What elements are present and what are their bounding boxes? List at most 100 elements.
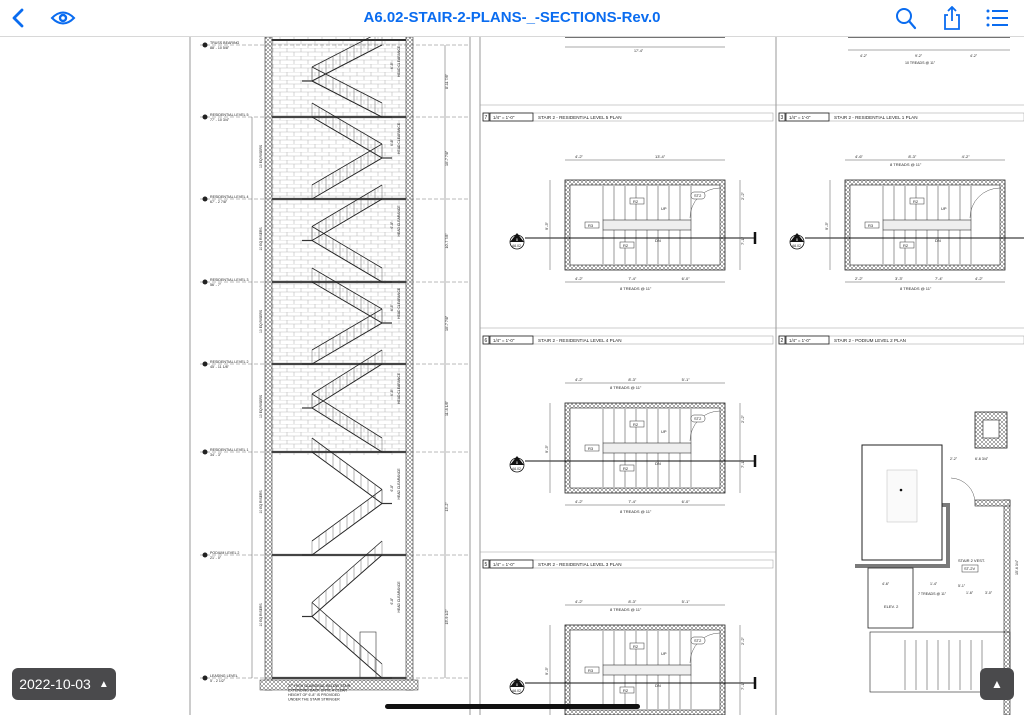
up-label: UP xyxy=(661,429,667,434)
section-marker-arrow xyxy=(510,678,524,687)
dimension-label: 15'-6 3/4" xyxy=(1015,559,1019,575)
room-tag xyxy=(961,564,979,573)
head-clearance-label: HEAD CLEARANCE xyxy=(397,372,401,404)
head-clearance-label: HEAD CLEARANCE xyxy=(397,468,401,500)
dimension-label: 4'-2" xyxy=(962,154,971,159)
detail-number-box xyxy=(482,559,490,569)
level-marker-icon xyxy=(202,42,208,48)
head-clearance-dim: 6'-8" xyxy=(390,388,394,396)
dimension-label: 8'-11 7/8" xyxy=(445,73,449,89)
dimension-label: 2'-2" xyxy=(740,636,745,645)
section-wall-left xyxy=(264,37,273,691)
dimension-label: 2'-2" xyxy=(950,457,958,461)
stair-flight xyxy=(302,308,383,365)
scale-box xyxy=(489,112,534,122)
door-tag-label: ST2 xyxy=(694,193,702,198)
plan-scale: 1/4" = 1'-0" xyxy=(789,115,811,120)
section-marker-sheet: A6.02 xyxy=(512,467,521,471)
risers-label: 10 EQ RISERS xyxy=(259,490,263,514)
home-indicator[interactable] xyxy=(385,704,640,709)
room-tag xyxy=(619,464,635,472)
back-chevron-icon[interactable] xyxy=(6,6,32,30)
dimension-label: 9'-3" xyxy=(824,221,829,230)
detail-number: 3 xyxy=(781,115,784,121)
section-wall-right xyxy=(405,37,414,691)
door-tag-label: ST2 xyxy=(694,416,702,421)
share-icon[interactable] xyxy=(939,6,965,30)
level-elevation: 88' - 10 5/8" xyxy=(210,46,230,50)
room-tag xyxy=(584,221,600,229)
room-tag xyxy=(899,241,915,249)
level-elevation: 45' - 11 1/8" xyxy=(210,365,230,369)
dimension-label: 4'-2" xyxy=(975,276,984,281)
search-icon[interactable] xyxy=(893,6,919,30)
date-button[interactable]: 2022-10-03 ▲ xyxy=(12,668,116,700)
up-label: UP xyxy=(661,206,667,211)
plan-title: STAIR 2 - RESIDENTIAL LEVEL 3 PLAN xyxy=(538,562,622,567)
detail-number: 5 xyxy=(485,562,488,568)
level-marker-icon xyxy=(202,361,208,367)
list-icon[interactable] xyxy=(984,6,1010,30)
eye-icon[interactable] xyxy=(50,6,76,30)
stair-flight xyxy=(302,489,383,556)
risers-label: 10 EQ RISERS xyxy=(259,394,263,418)
section-marker-sheet: A6.02 xyxy=(512,689,521,693)
dimension-label: 9'-2" xyxy=(915,54,923,58)
dimension-label: 4'-2" xyxy=(970,54,978,58)
section-marker-number: 8 xyxy=(516,461,518,465)
room-tag-label: R2 xyxy=(633,422,639,427)
dimension-label: 7'-1" xyxy=(740,681,745,690)
dimension-label: 7'-4" xyxy=(628,276,637,281)
dn-label: DN xyxy=(655,683,661,688)
plan-title: STAIR 2 - RESIDENTIAL LEVEL 4 PLAN xyxy=(538,338,622,343)
caret-up-icon: ▲ xyxy=(991,677,1003,691)
treads-label: 8 TREADS @ 11" xyxy=(610,607,642,612)
door-elevation xyxy=(359,631,377,679)
level-marker-icon xyxy=(202,114,208,120)
plan-scale: 1/4" = 1'-0" xyxy=(789,338,811,343)
scroll-top-button[interactable]: ▲ xyxy=(980,668,1014,700)
dimension-label: 5'-1" xyxy=(958,584,966,588)
up-label: UP xyxy=(941,206,947,211)
level-name: RESIDENTIAL LEVEL 2 xyxy=(210,360,248,364)
dimension-label: 17'-4" xyxy=(634,49,644,53)
dimension-label: 4'-2" xyxy=(575,154,584,159)
room-tag xyxy=(619,241,635,249)
head-clearance-dim: 6'-8" xyxy=(390,484,394,492)
room-tag-label: ST-2V xyxy=(964,566,975,571)
treads-label: 8 TREADS @ 11" xyxy=(620,286,652,291)
section-marker-sheet: A6.02 xyxy=(512,244,521,248)
detail-number-box xyxy=(482,335,490,345)
dn-label: DN xyxy=(935,238,941,243)
risers-label: 10 EQ RISERS xyxy=(259,603,263,627)
detail-number: 2 xyxy=(781,338,784,344)
level-name: RESIDENTIAL LEVEL 5 xyxy=(210,113,248,117)
dimension-label: 11'-8 1/8" xyxy=(445,400,449,416)
vestibule-wall xyxy=(855,503,950,568)
stair-flight xyxy=(311,267,392,324)
level-elevation: 34' - 3" xyxy=(210,453,222,457)
treads-label: 7 TREADS @ 11" xyxy=(918,592,947,596)
room-tag xyxy=(629,197,645,205)
dimension-label: 4'-6" xyxy=(882,582,890,586)
lower-stair xyxy=(869,631,1011,693)
document-title: A6.02-STAIR-2-PLANS-_-SECTIONS-Rev.0 xyxy=(363,9,661,26)
dimension-label: 10 TREADS @ 11" xyxy=(905,61,936,65)
guardrail-note: HEIGHT OF 6'-8" IS PROVIDED xyxy=(288,693,340,697)
room-name: STAIR 2 VEST. xyxy=(958,558,985,563)
stair-divider xyxy=(602,442,692,454)
guardrail-note: 27" HIGH GUARDRAIL BELOW STAIR, xyxy=(288,684,351,688)
dimension-label: 2'-2" xyxy=(740,414,745,423)
room-tag-label: R2 xyxy=(633,644,639,649)
risers-label: 10 EQ RISERS xyxy=(259,309,263,333)
detail-number-box xyxy=(778,335,786,345)
level-marker-icon xyxy=(202,196,208,202)
room-tag xyxy=(629,642,645,650)
caret-up-icon: ▲ xyxy=(98,678,109,690)
